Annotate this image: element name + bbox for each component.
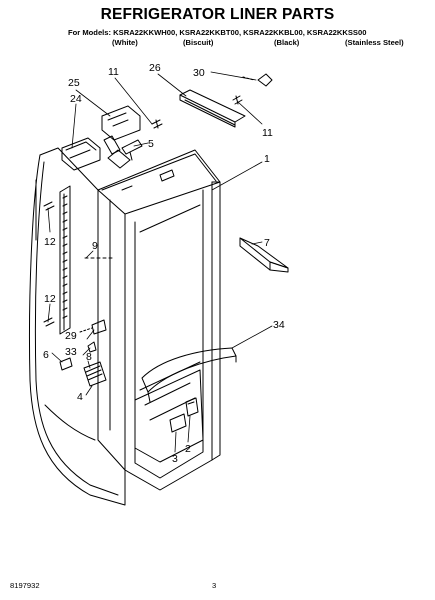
callout-29: 29 — [65, 330, 77, 342]
model-variant: (Black) — [274, 38, 300, 47]
bracket-part-7 — [239, 237, 289, 273]
callout-34: 34 — [273, 319, 285, 331]
callout-33: 33 — [65, 346, 77, 358]
vertical-channel — [59, 185, 113, 335]
callout-5: 5 — [148, 138, 154, 150]
callout-25: 25 — [68, 77, 80, 89]
callout-labels: 25 24 11 26 30 11 5 1 12 9 7 12 34 6 29 … — [43, 62, 285, 465]
cabinet-side-panel — [28, 147, 126, 506]
leader-lines — [47, 71, 273, 453]
model-variant: (Biscuit) — [183, 38, 214, 47]
document-number: 8197932 — [10, 581, 40, 590]
models-line: For Models: KSRA22KKWH00, KSRA22KKBT00, … — [68, 28, 367, 37]
model-code: KSRA22KKBT00 — [179, 28, 239, 37]
page-title: REFRIGERATOR LINER PARTS — [100, 6, 335, 23]
bracket-part-3 — [169, 413, 187, 433]
callout-11: 11 — [108, 66, 119, 78]
top-rail — [179, 89, 246, 128]
callout-30: 30 — [193, 67, 205, 79]
callout-6: 6 — [43, 349, 49, 361]
connector-part-5 — [121, 139, 143, 161]
fitting-part-33 — [87, 341, 97, 353]
page-number: 3 — [212, 581, 217, 590]
callout-7: 7 — [264, 237, 270, 249]
callout-26: 26 — [149, 62, 161, 74]
model-code: KSRA22KKSS00 — [306, 28, 367, 37]
control-housing — [61, 105, 141, 171]
fitting-part-6 — [59, 357, 73, 371]
callout-12: 12 — [44, 236, 56, 248]
callout-24: 24 — [70, 93, 82, 105]
callout-3: 3 — [172, 453, 178, 465]
model-code: KSRA22KKWH00 — [113, 28, 176, 37]
callout-11: 11 — [262, 127, 273, 139]
callout-1: 1 — [264, 153, 270, 165]
bracket-part-2 — [185, 397, 199, 417]
grille-part-8 — [83, 361, 107, 387]
model-variant: (White) — [112, 38, 138, 47]
callout-12: 12 — [44, 293, 56, 305]
callout-4: 4 — [77, 391, 83, 403]
callout-2: 2 — [185, 443, 191, 455]
callout-9: 9 — [92, 240, 98, 252]
liner-cabinet — [97, 149, 221, 491]
screw-part-11 — [151, 95, 243, 129]
model-variant: (Stainless Steel) — [345, 38, 404, 47]
cover-part-34 — [141, 347, 237, 403]
callout-8: 8 — [86, 351, 92, 363]
models-label: For Models: — [68, 28, 112, 37]
model-code: KSRA22KKBL00 — [243, 28, 303, 37]
screw-part-30 — [242, 73, 273, 87]
